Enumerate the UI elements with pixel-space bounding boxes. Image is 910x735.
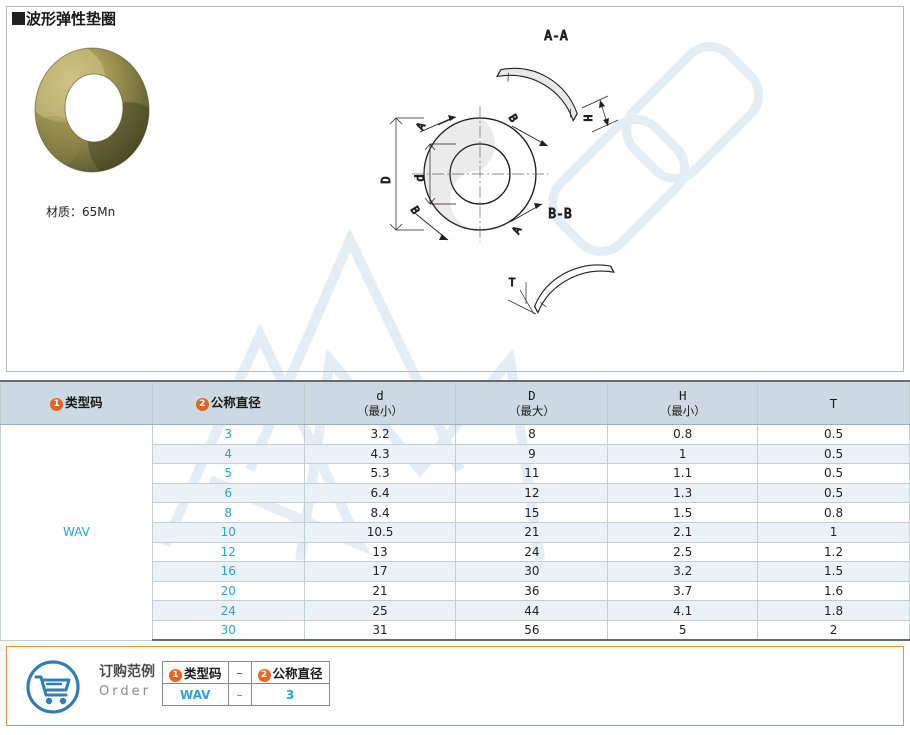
order-label-cn: 订购范例 — [99, 664, 155, 680]
cell-T: 0.5 — [757, 443, 910, 465]
cell-D: 15 — [455, 502, 609, 523]
header-T: T — [757, 380, 910, 425]
cell-nominal-diameter: 16 — [151, 561, 305, 582]
cell-D: 21 — [455, 521, 609, 543]
cell-T: 1.2 — [757, 541, 910, 563]
cell-D: 36 — [455, 580, 609, 602]
cell-H: 5 — [607, 619, 759, 642]
cell-D: 30 — [455, 561, 609, 582]
cell-nominal-diameter: 24 — [151, 600, 305, 621]
order-label-en: Order — [99, 684, 151, 699]
badge-1-icon: 1 — [50, 398, 64, 411]
cell-H: 1 — [607, 443, 759, 465]
header-D: D （最大） — [455, 380, 609, 425]
dim-label-D: D — [379, 176, 393, 183]
page-title-text: 波形弹性垫圈 — [26, 11, 117, 28]
order-value-nominal: 3 — [250, 683, 330, 706]
cell-d: 25 — [303, 600, 457, 621]
cell-T: 1.6 — [757, 580, 910, 602]
cell-T: 2 — [757, 619, 910, 642]
order-header-dash: – — [227, 661, 252, 684]
badge-1-icon: 1 — [169, 669, 182, 682]
badge-2-icon: 2 — [257, 669, 271, 682]
cell-H: 4.1 — [607, 600, 759, 621]
section-title-bb: B-B — [548, 207, 572, 222]
cell-D: 11 — [455, 463, 609, 484]
material-label: 材质：65Mn — [46, 205, 116, 219]
cell-d: 3.2 — [303, 424, 457, 445]
badge-2-icon: 2 — [195, 398, 209, 411]
cell-d: 8.4 — [303, 502, 457, 523]
cell-T: 1.5 — [757, 561, 910, 582]
title-marker-icon — [12, 12, 25, 25]
cell-T: 0.8 — [757, 502, 910, 523]
shopping-cart-icon — [26, 660, 80, 714]
cell-nominal-diameter: 12 — [151, 541, 305, 563]
product-drawing-panel — [6, 6, 904, 372]
cell-nominal-diameter: 3 — [151, 424, 305, 445]
cell-d: 5.3 — [303, 463, 457, 484]
cell-type-code: WAV — [0, 424, 153, 641]
cell-H: 2.5 — [607, 541, 759, 563]
header-d: d （最小） — [303, 380, 457, 425]
cell-D: 44 — [455, 600, 609, 621]
cell-D: 24 — [455, 541, 609, 563]
cell-T: 1.8 — [757, 600, 910, 621]
order-value-dash: – — [227, 683, 252, 706]
dim-label-T: T — [509, 276, 516, 289]
cell-D: 56 — [455, 619, 609, 642]
cell-d: 6.4 — [303, 482, 457, 504]
cell-nominal-diameter: 10 — [151, 521, 305, 543]
order-label: 订购范例 Order — [99, 663, 155, 701]
cell-D: 9 — [455, 443, 609, 465]
engineering-drawing: D d A A B — [379, 29, 619, 315]
cell-H: 3.7 — [607, 580, 759, 602]
cell-d: 21 — [303, 580, 457, 602]
cell-d: 17 — [303, 561, 457, 582]
cell-nominal-diameter: 20 — [151, 580, 305, 602]
cell-D: 8 — [455, 424, 609, 445]
section-title-aa: A-A — [544, 29, 568, 44]
cell-d: 4.3 — [303, 443, 457, 465]
header-H: H （最小） — [607, 380, 759, 425]
cell-nominal-diameter: 4 — [151, 443, 305, 465]
cell-d: 13 — [303, 541, 457, 563]
order-value-row: WAV – 3 — [162, 683, 330, 706]
product-photo — [24, 42, 160, 178]
cell-H: 3.2 — [607, 561, 759, 582]
cell-d: 10.5 — [303, 521, 457, 543]
cell-d: 31 — [303, 619, 457, 642]
cell-T: 0.5 — [757, 482, 910, 504]
cell-H: 1.5 — [607, 502, 759, 523]
order-value-type: WAV — [162, 683, 229, 706]
cell-T: 0.5 — [757, 463, 910, 484]
cell-nominal-diameter: 30 — [151, 619, 305, 642]
dim-label-d: d — [413, 174, 427, 181]
cell-nominal-diameter: 5 — [151, 463, 305, 484]
cell-D: 12 — [455, 482, 609, 504]
dim-label-H: H — [582, 115, 595, 122]
cell-nominal-diameter: 6 — [151, 482, 305, 504]
cell-H: 1.1 — [607, 463, 759, 484]
cell-H: 1.3 — [607, 482, 759, 504]
cell-nominal-diameter: 8 — [151, 502, 305, 523]
cell-H: 0.8 — [607, 424, 759, 445]
page-title: 波形弹性垫圈 — [12, 8, 116, 29]
cell-H: 2.1 — [607, 521, 759, 543]
cell-T: 0.5 — [757, 424, 910, 445]
cell-T: 1 — [757, 521, 910, 543]
